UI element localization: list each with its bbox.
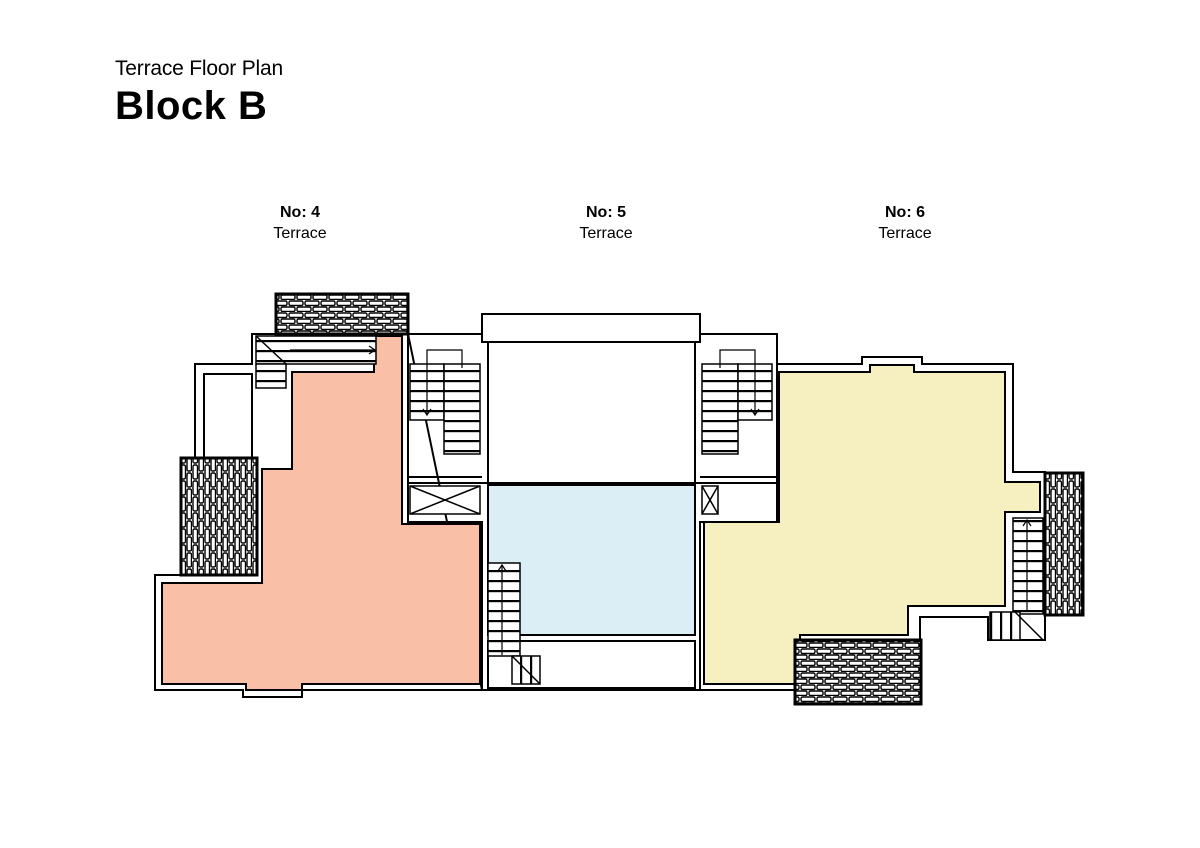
unit-4-area: [161, 335, 481, 691]
unit-6-type: Terrace: [878, 225, 932, 242]
unit-4-label: No: 4 Terrace: [220, 202, 380, 244]
unit-6-number: No: 6: [885, 204, 925, 221]
unit-4-number: No: 4: [280, 204, 320, 221]
unit-5-type: Terrace: [579, 225, 633, 242]
unit-4-type: Terrace: [273, 225, 327, 242]
paved-areas: [179, 292, 1085, 706]
plan-title: Block B: [115, 84, 268, 128]
unit-6-label: No: 6 Terrace: [825, 202, 985, 244]
plan-subtitle: Terrace Floor Plan: [115, 57, 283, 80]
unit-5-label: No: 5 Terrace: [526, 202, 686, 244]
unit-5-number: No: 5: [586, 204, 626, 221]
stair-arrows: [290, 345, 1032, 655]
unit-5-area: [487, 484, 696, 636]
shafts: [409, 485, 719, 515]
unit-6-area: [703, 364, 1041, 685]
